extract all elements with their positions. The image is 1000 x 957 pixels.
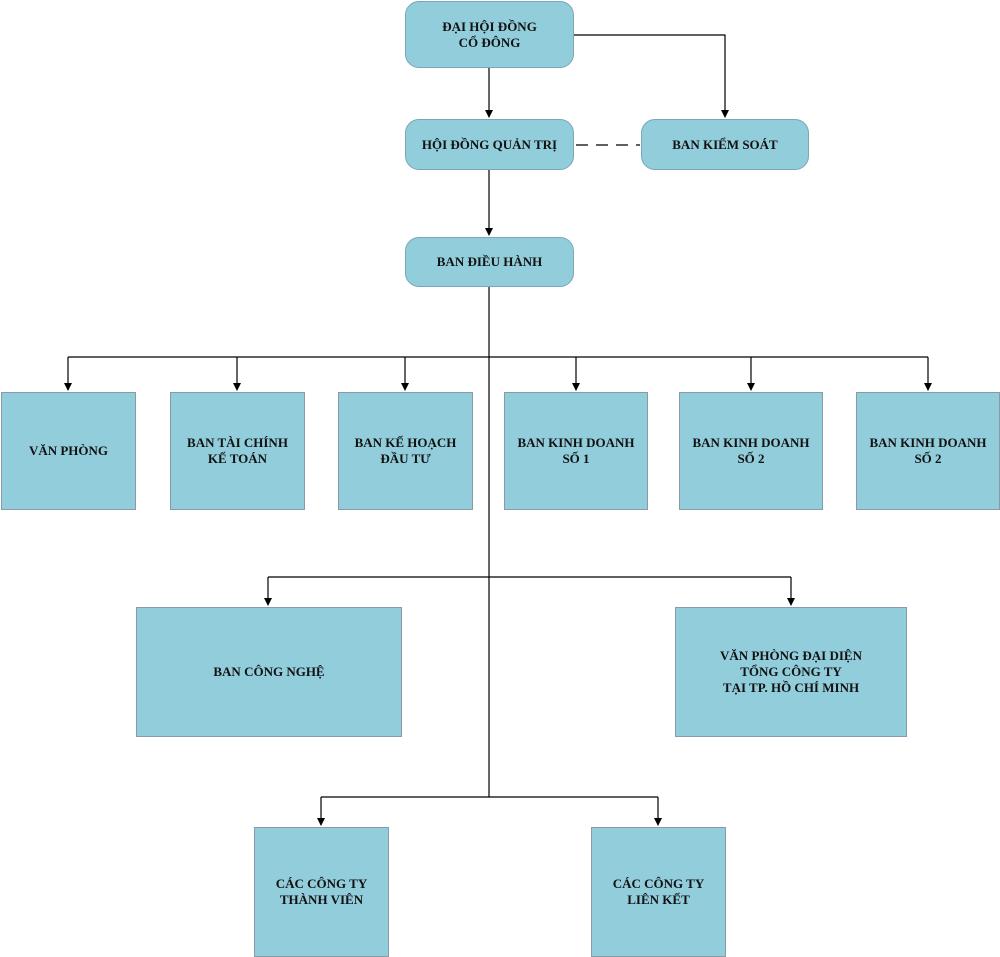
node-label-line: SỐ 1 (562, 451, 590, 466)
node-label-line: BAN KINH DOANH (869, 435, 987, 450)
node-label-line: BAN KINH DOANH (692, 435, 810, 450)
node-ban-dieu-hanh: BAN ĐIỀU HÀNH (405, 237, 574, 287)
node-label-line: ĐẦU TƯ (380, 451, 431, 466)
node-label-line: SỐ 2 (737, 451, 765, 466)
node-label-line: KẾ TOÁN (207, 451, 268, 466)
node-ban-cong-nghe: BAN CÔNG NGHỆ (136, 607, 402, 737)
node-label-line: CỔ ĐÔNG (458, 34, 521, 50)
node-label-line: TẠI TP. HỒ CHÍ MINH (722, 680, 860, 695)
node-label-line: LIÊN KẾT (627, 892, 690, 907)
node-label-line: CÁC CÔNG TY (612, 876, 705, 891)
node-label-line: SỐ 2 (914, 451, 942, 466)
node-label-line: VĂN PHÒNG ĐẠI DIỆN (720, 648, 862, 663)
node-label-line: CÁC CÔNG TY (275, 876, 368, 891)
node-label-line: BAN ĐIỀU HÀNH (436, 254, 543, 269)
node-label-line: BAN KẾ HOẠCH (354, 435, 457, 450)
node-label-line: BAN TÀI CHÍNH (187, 435, 288, 450)
node-label-line: THÀNH VIÊN (279, 892, 364, 907)
node-label-line: ĐẠI HỘI ĐỒNG (442, 18, 537, 34)
node-label-line: HỘI ĐỒNG QUẢN TRỊ (421, 136, 558, 152)
node-label-line: BAN CÔNG NGHỆ (213, 664, 325, 679)
node-van-phong: VĂN PHÒNG (1, 392, 136, 510)
node-hoi-dong-quan-tri: HỘI ĐỒNG QUẢN TRỊ (405, 119, 574, 170)
node-label-line: VĂN PHÒNG (28, 443, 109, 458)
connector-dhdcd-bks (574, 34, 729, 118)
node-ban-kiem-soat: BAN KIỂM SOÁT (641, 119, 809, 170)
node-label-line: BAN KINH DOANH (517, 435, 635, 450)
node-label-line: TỔNG CÔNG TY (740, 664, 842, 679)
node-label-line: BAN KIỂM SOÁT (672, 136, 778, 152)
